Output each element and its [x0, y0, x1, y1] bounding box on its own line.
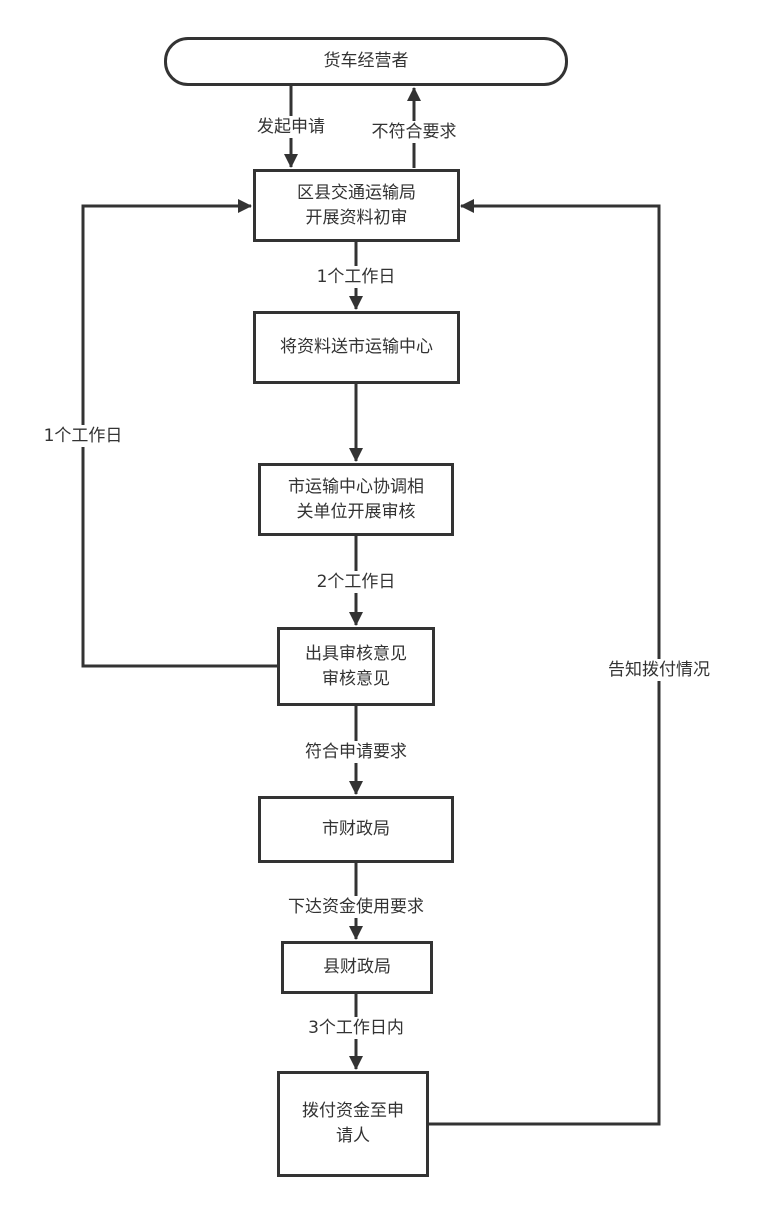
node-operator: 货车经营者	[164, 37, 568, 86]
node-operator-text: 货车经营者	[323, 51, 409, 71]
node-send-city-center-text: 将资料送市运输中心	[280, 337, 433, 357]
label-not-compliant: 不符合要求	[370, 121, 458, 143]
node-disburse-text: 拨付资金至申 请人	[302, 1101, 404, 1146]
node-county-finance-text: 县财政局	[323, 957, 391, 977]
node-issue-opinion-text: 出具审核意见 审核意见	[305, 643, 407, 689]
label-compliant: 符合申请要求	[304, 741, 408, 763]
node-city-center-review-text: 市运输中心协调相 关单位开展审核	[288, 476, 424, 522]
node-city-finance-text: 市财政局	[322, 819, 390, 839]
label-2-days: 2个工作日	[315, 571, 397, 593]
node-county-finance: 县财政局	[281, 941, 433, 994]
node-city-center-review: 市运输中心协调相 关单位开展审核	[258, 463, 454, 536]
node-city-finance: 市财政局	[258, 796, 454, 863]
label-apply: 发起申请	[256, 116, 326, 138]
node-county-transport-text: 区县交通运输局 开展资料初审	[297, 182, 416, 228]
label-3-days: 3个工作日内	[307, 1017, 405, 1039]
node-disburse: 拨付资金至申 请人	[277, 1071, 429, 1177]
label-1-day: 1个工作日	[315, 266, 397, 288]
label-fund-requirements: 下达资金使用要求	[287, 896, 425, 918]
node-issue-opinion: 出具审核意见 审核意见	[277, 627, 435, 706]
node-send-city-center: 将资料送市运输中心	[253, 311, 460, 384]
node-county-transport: 区县交通运输局 开展资料初审	[253, 169, 460, 242]
label-left-loop: 1个工作日	[42, 425, 124, 447]
label-right-loop: 告知拨付情况	[607, 659, 711, 681]
